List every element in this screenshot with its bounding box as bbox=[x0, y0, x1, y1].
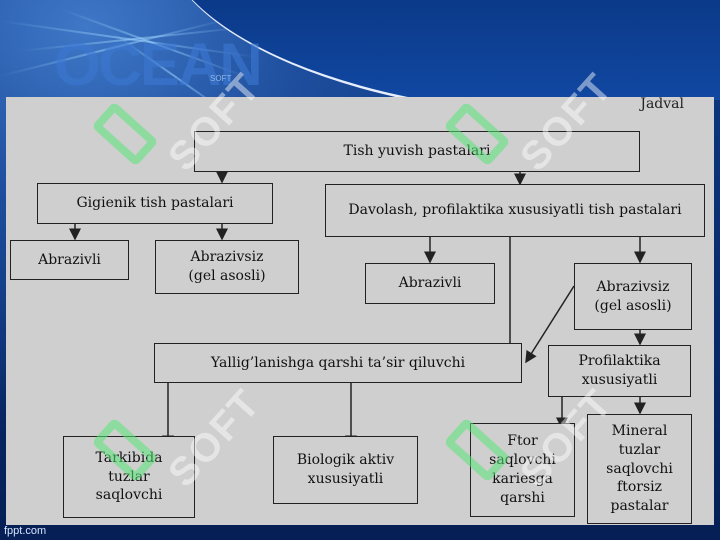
node-bioactive-label: Biologik aktiv xususiyatli bbox=[296, 452, 395, 487]
node-root: Tish yuvish pastalari bbox=[194, 131, 640, 172]
node-treatment-nonabrasive-label: Abrazivsiz (gel asosli) bbox=[594, 278, 672, 314]
table-label: Jadval bbox=[640, 96, 684, 112]
header-banner: OCEAN SOFT bbox=[0, 0, 720, 100]
brand-subtext: SOFT bbox=[210, 74, 232, 83]
node-anti-inflammatory: Yallig’lanishga qarshi ta’sir qiluvchi bbox=[154, 343, 522, 383]
node-treatment-abrasive: Abrazivli bbox=[365, 263, 495, 304]
node-mineral-label: Mineral tuzlar saqlovchi ftorsiz pastala… bbox=[606, 422, 673, 515]
node-fluoride-label: Ftor saqlovchi kariesga qarshi bbox=[489, 433, 556, 506]
node-treatment-nonabrasive: Abrazivsiz (gel asosli) bbox=[574, 263, 692, 330]
node-bioactive: Biologik aktiv xususiyatli bbox=[273, 436, 418, 504]
node-mineral: Mineral tuzlar saqlovchi ftorsiz pastala… bbox=[587, 414, 692, 524]
node-hygienic-label: Gigienik tish pastalari bbox=[76, 195, 234, 212]
node-hygienic-nonabrasive: Abrazivsiz (gel asosli) bbox=[155, 240, 299, 294]
node-anti-inflammatory-label: Yallig’lanishga qarshi ta’sir qiluvchi bbox=[210, 354, 466, 371]
node-root-label: Tish yuvish pastalari bbox=[343, 143, 491, 160]
node-prophylactic-label: Profilaktika xususiyatli bbox=[578, 353, 661, 388]
node-prophylactic: Profilaktika xususiyatli bbox=[548, 345, 691, 397]
footer-credit[interactable]: fppt.com bbox=[4, 525, 47, 537]
node-salts-label: Tarkibida tuzlar saqlovchi bbox=[95, 449, 163, 504]
node-treatment: Davolash, profilaktika xususiyatli tish … bbox=[325, 184, 705, 237]
node-treatment-abrasive-label: Abrazivli bbox=[398, 275, 462, 292]
node-salts: Tarkibida tuzlar saqlovchi bbox=[63, 436, 195, 518]
node-fluoride: Ftor saqlovchi kariesga qarshi bbox=[470, 423, 575, 517]
node-hygienic-abrasive-label: Abrazivli bbox=[38, 251, 101, 268]
arrow-nonabrasive-to-anti-inflammatory bbox=[525, 285, 575, 364]
node-treatment-label: Davolash, profilaktika xususiyatli tish … bbox=[348, 202, 682, 219]
node-hygienic: Gigienik tish pastalari bbox=[37, 183, 273, 224]
node-hygienic-nonabrasive-label: Abrazivsiz (gel asosli) bbox=[188, 249, 266, 284]
brand-logo: OCEAN bbox=[54, 31, 263, 98]
node-hygienic-abrasive: Abrazivli bbox=[10, 240, 129, 280]
